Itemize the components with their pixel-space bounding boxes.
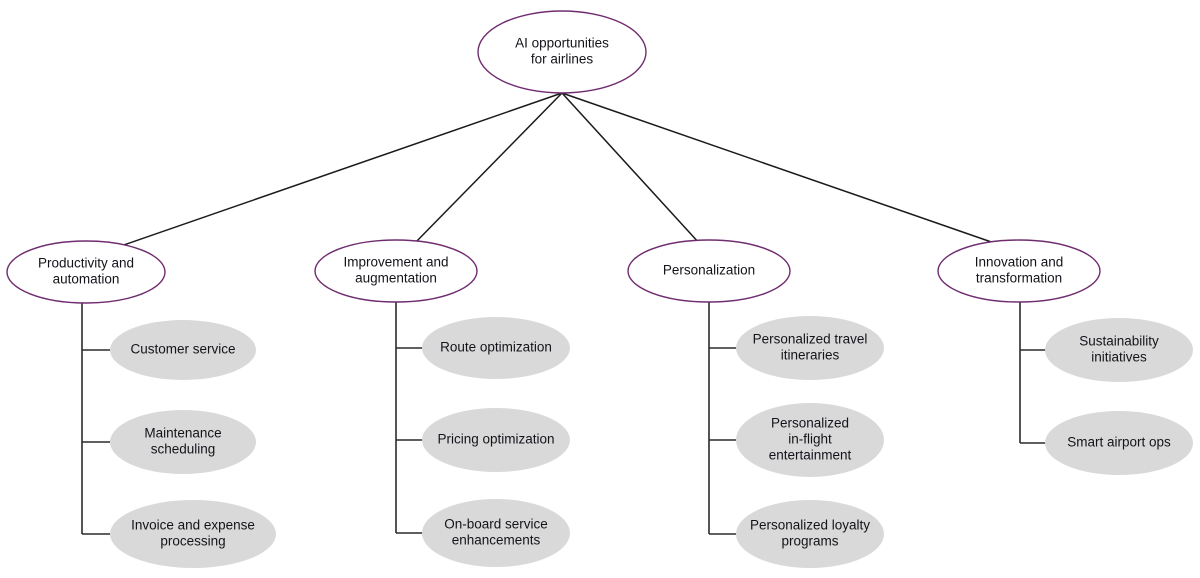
leaf-invoice-and-expense-processing-shape[interactable] <box>110 500 276 568</box>
leaf-customer-service-shape[interactable] <box>110 320 256 380</box>
branch-personalization-label: Personalization <box>663 263 755 278</box>
leaf-personalized-in-flight-entertainment-label-line-3: entertainment <box>769 448 852 463</box>
branch-innovation-and-transformation-label-line-2: transformation <box>976 271 1062 286</box>
leaf-personalized-travel-itineraries-label-line-1: Personalized travel <box>753 332 868 347</box>
leaf-pricing-optimization-label: Pricing optimization <box>437 432 554 447</box>
leaf-personalized-in-flight-entertainment-label-line-1: Personalized <box>771 416 849 431</box>
branch-personalization-shape[interactable] <box>627 239 791 303</box>
leaf-route-optimization-label: Route optimization <box>440 340 552 355</box>
leaf-route-optimization-shape[interactable] <box>422 317 570 379</box>
root-node-label-line-1: AI opportunities <box>515 36 609 51</box>
root-node-label-line-2: for airlines <box>531 52 594 67</box>
branch-improvement-and-augmentation-label-line-1: Improvement and <box>343 255 448 270</box>
leaf-invoice-and-expense-processing-label-line-1: Invoice and expense <box>131 518 255 533</box>
edge-root-to-branch-productivity-and-automation <box>117 92 563 248</box>
leaf-pricing-optimization-shape[interactable] <box>422 408 570 472</box>
leaf-personalized-in-flight-entertainment-label-line-2: in-flight <box>788 432 832 447</box>
leaf-maintenance-scheduling-label-line-2: scheduling <box>151 442 216 457</box>
branch-innovation-and-transformation-shape[interactable] <box>937 239 1101 303</box>
branch-personalization-label-line-1: Personalization <box>663 263 755 278</box>
edge-root-to-branch-improvement-and-augmentation <box>412 92 563 246</box>
leaf-personalized-travel-itineraries-shape[interactable] <box>736 316 884 380</box>
leaf-personalized-loyalty-programs-label-line-2: programs <box>781 534 838 549</box>
root-edges-group <box>117 92 1001 248</box>
leaf-personalized-loyalty-programs-label-line-1: Personalized loyalty <box>750 518 870 533</box>
branch-productivity-and-automation-shape[interactable] <box>6 240 166 304</box>
leaf-on-board-service-enhancements-label-line-1: On-board service <box>444 517 548 532</box>
leaf-sustainability-initiatives-shape[interactable] <box>1045 318 1193 382</box>
branch-connectors-group <box>81 302 1046 535</box>
leaf-smart-airport-ops-label: Smart airport ops <box>1067 435 1171 450</box>
leaf-smart-airport-ops-label-line-1: Smart airport ops <box>1067 435 1171 450</box>
leaf-pricing-optimization-label-line-1: Pricing optimization <box>437 432 554 447</box>
leaf-on-board-service-enhancements-label-line-2: enhancements <box>452 533 541 548</box>
branch-innovation-and-transformation-label-line-1: Innovation and <box>975 255 1064 270</box>
branch-productivity-and-automation-label-line-2: automation <box>53 272 120 287</box>
edge-root-to-branch-personalization <box>561 92 701 245</box>
root-node-shape[interactable] <box>477 10 647 94</box>
leaf-sustainability-initiatives-label-line-1: Sustainability <box>1079 334 1159 349</box>
branch-improvement-and-augmentation-shape[interactable] <box>314 239 478 303</box>
leaf-personalized-loyalty-programs-shape[interactable] <box>736 500 884 568</box>
leaf-smart-airport-ops-shape[interactable] <box>1045 411 1193 475</box>
leaf-customer-service-label: Customer service <box>130 342 235 357</box>
leaf-on-board-service-enhancements-shape[interactable] <box>422 499 570 567</box>
leaf-route-optimization-label-line-1: Route optimization <box>440 340 552 355</box>
leaf-maintenance-scheduling-label-line-1: Maintenance <box>144 426 221 441</box>
edge-root-to-branch-innovation-and-transformation <box>561 92 1001 246</box>
leaf-personalized-in-flight-entertainment-shape[interactable] <box>736 403 884 477</box>
leaf-maintenance-scheduling-shape[interactable] <box>110 410 256 474</box>
leaf-customer-service-label-line-1: Customer service <box>130 342 235 357</box>
leaf-personalized-travel-itineraries-label-line-2: itineraries <box>781 348 840 363</box>
branch-improvement-and-augmentation-label-line-2: augmentation <box>355 271 437 286</box>
branch-productivity-and-automation-label-line-1: Productivity and <box>38 256 134 271</box>
leaf-invoice-and-expense-processing-label-line-2: processing <box>160 534 225 549</box>
leaf-sustainability-initiatives-label-line-2: initiatives <box>1091 350 1147 365</box>
